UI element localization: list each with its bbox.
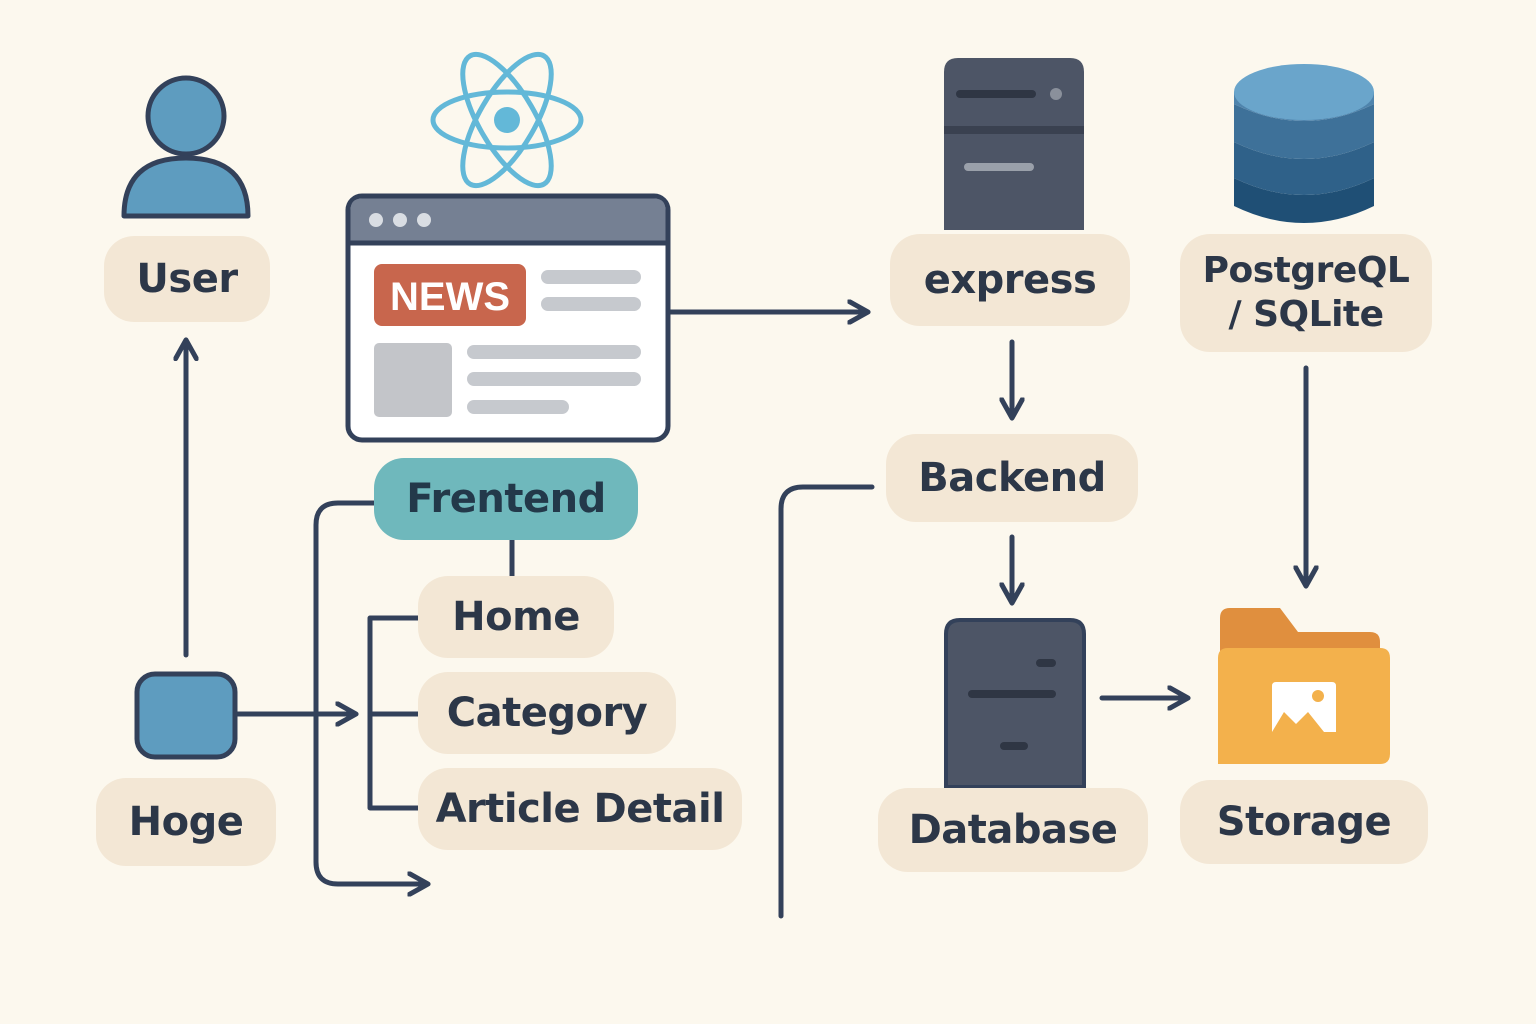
storage-label-text: Storage <box>1216 799 1392 845</box>
connector-backend-down <box>778 484 875 919</box>
article-detail-node: Article Detail <box>418 768 742 850</box>
user-label-text: User <box>136 256 238 302</box>
express-label-text: express <box>923 257 1097 303</box>
connector-frontend-loop <box>313 500 426 884</box>
image-folder-icon <box>1218 608 1390 764</box>
user-icon <box>121 75 251 219</box>
server-icon <box>944 58 1084 230</box>
backend-node: Backend <box>886 434 1138 522</box>
express-node: express <box>890 234 1130 326</box>
article-detail-label-text: Article Detail <box>435 786 725 832</box>
database-server-icon <box>944 618 1086 789</box>
square-node-icon <box>134 671 238 760</box>
frontend-label-text: Frentend <box>406 476 606 522</box>
news-badge-label: NEWS <box>390 275 510 319</box>
backend-label-text: Backend <box>918 455 1106 501</box>
postgres-label-line1: PostgreQL <box>1202 250 1410 291</box>
hoge-label-text: Hoge <box>128 799 244 845</box>
category-label-text: Category <box>446 690 648 736</box>
frontend-node: Frentend <box>374 458 638 540</box>
category-node: Category <box>418 672 676 754</box>
hoge-label: Hoge <box>96 778 276 866</box>
user-label: User <box>104 236 270 322</box>
database-cylinder-icon <box>1234 64 1374 223</box>
postgres-node: PostgreQL / SQLite <box>1180 234 1432 352</box>
browser-window-icon: NEWS <box>345 193 671 443</box>
news-badge <box>374 264 526 326</box>
react-logo-icon <box>430 51 584 189</box>
home-label-text: Home <box>452 594 580 640</box>
database-label-text: Database <box>908 807 1118 853</box>
database-node: Database <box>878 788 1148 872</box>
bracket-pages <box>367 615 421 811</box>
home-node: Home <box>418 576 614 658</box>
storage-node: Storage <box>1180 780 1428 864</box>
postgres-label-line2: / SQLite <box>1228 294 1384 335</box>
